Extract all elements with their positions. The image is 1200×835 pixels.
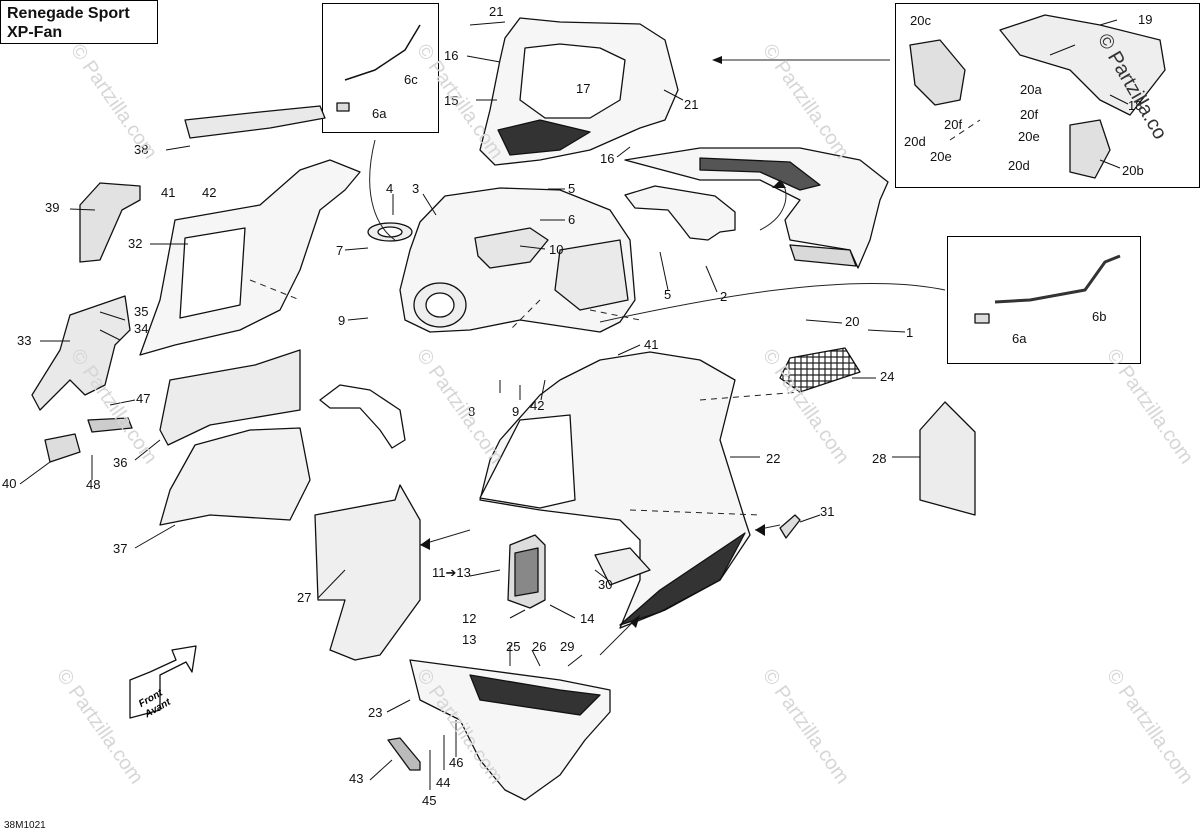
callout-24: 24 — [880, 369, 895, 384]
callout-9-b: 9 — [512, 404, 520, 419]
inset-cable-6b — [947, 236, 1141, 364]
callout-32: 32 — [128, 236, 143, 251]
callout-13: 13 — [462, 632, 477, 647]
part-31-clip — [779, 514, 801, 539]
callout-3: 3 — [412, 181, 420, 196]
callout-6b: 6b — [1092, 309, 1107, 324]
callout-20c: 20c — [910, 13, 931, 28]
callout-34: 34 — [134, 321, 149, 336]
callout-5-b: 5 — [664, 287, 672, 302]
callout-20e-b: 20e — [1018, 129, 1040, 144]
callout-44: 44 — [436, 775, 451, 790]
front-label: Front Avant — [137, 687, 173, 721]
callout-26: 26 — [532, 639, 547, 654]
callout-27: 27 — [297, 590, 312, 605]
callout-36: 36 — [113, 455, 128, 470]
part-36-cushion — [159, 349, 301, 446]
callout-23: 23 — [368, 705, 383, 720]
callout-20f-a: 20f — [944, 117, 963, 132]
part-1-hood — [624, 147, 889, 269]
callout-39: 39 — [45, 200, 60, 215]
callout-15: 15 — [444, 93, 459, 108]
callout-10: 10 — [549, 242, 564, 257]
part-28-right-panel — [919, 401, 976, 516]
callout-29: 29 — [560, 639, 575, 654]
callout-20b: 20b — [1122, 163, 1144, 178]
callout-30: 30 — [598, 577, 613, 592]
callout-4: 4 — [386, 181, 394, 196]
callout-42-b: 42 — [530, 398, 545, 413]
part-33-bracket — [31, 295, 131, 411]
part-37-lower-side — [159, 427, 311, 526]
part-38-strip — [184, 105, 326, 139]
callout-20e-a: 20e — [930, 149, 952, 164]
callout-9-a: 9 — [338, 313, 346, 328]
callout-25: 25 — [506, 639, 521, 654]
callout-45: 45 — [422, 793, 437, 808]
callout-31: 31 — [820, 504, 835, 519]
callout-47: 47 — [136, 391, 151, 406]
part-30-flap — [594, 547, 651, 586]
part-40-block — [44, 433, 81, 463]
callout-43: 43 — [349, 771, 364, 786]
callout-11-13: 11➔13 — [432, 565, 471, 580]
part-39-pad — [79, 182, 141, 263]
callout-16-a: 16 — [444, 48, 459, 63]
front-arrow — [129, 645, 197, 719]
callout-41-b: 41 — [644, 337, 659, 352]
callout-14: 14 — [580, 611, 595, 626]
part-47-hinge — [87, 417, 133, 433]
callout-35: 35 — [134, 304, 149, 319]
part-2-vent — [624, 185, 736, 241]
callout-46: 46 — [449, 755, 464, 770]
callout-19: 19 — [1138, 12, 1153, 27]
callout-8: 8 — [468, 404, 476, 419]
callout-42-a: 42 — [202, 185, 217, 200]
model-title-box: Renegade Sport XP-Fan — [0, 0, 158, 44]
callout-20: 20 — [845, 314, 860, 329]
callout-2: 2 — [720, 289, 728, 304]
model-title-line1: Renegade Sport — [7, 5, 130, 22]
callout-18: 18 — [1128, 98, 1143, 113]
callout-1: 1 — [906, 325, 914, 340]
callout-21-a: 21 — [489, 4, 504, 19]
part-cable-loop — [319, 384, 406, 449]
callout-22: 22 — [766, 451, 781, 466]
callout-21-b: 21 — [684, 97, 699, 112]
callout-28: 28 — [872, 451, 887, 466]
callout-12: 12 — [462, 611, 477, 626]
callout-6a-inset-b: 6a — [1012, 331, 1027, 346]
callout-6c: 6c — [404, 72, 418, 87]
callout-20a: 20a — [1020, 82, 1042, 97]
part-27-lower-flap — [314, 484, 421, 661]
callout-20f-b: 20f — [1020, 107, 1039, 122]
callout-40: 40 — [2, 476, 17, 491]
callout-7: 7 — [336, 243, 344, 258]
callout-16-b: 16 — [600, 151, 615, 166]
part-43-bracket — [387, 737, 421, 771]
callout-6: 6 — [568, 212, 576, 227]
callout-41-a: 41 — [161, 185, 176, 200]
callout-20d-a: 20d — [904, 134, 926, 149]
callout-38: 38 — [134, 142, 149, 157]
model-title-line2: XP-Fan — [7, 24, 63, 41]
part-24-grille — [779, 347, 861, 393]
callout-37: 37 — [113, 541, 128, 556]
callout-48: 48 — [86, 477, 101, 492]
callout-20d-b: 20d — [1008, 158, 1030, 173]
callout-6a-inset: 6a — [372, 106, 387, 121]
callout-17: 17 — [576, 81, 591, 96]
diagram-code: 38M1021 — [4, 820, 46, 831]
callout-33: 33 — [17, 333, 32, 348]
callout-5-a: 5 — [568, 181, 576, 196]
